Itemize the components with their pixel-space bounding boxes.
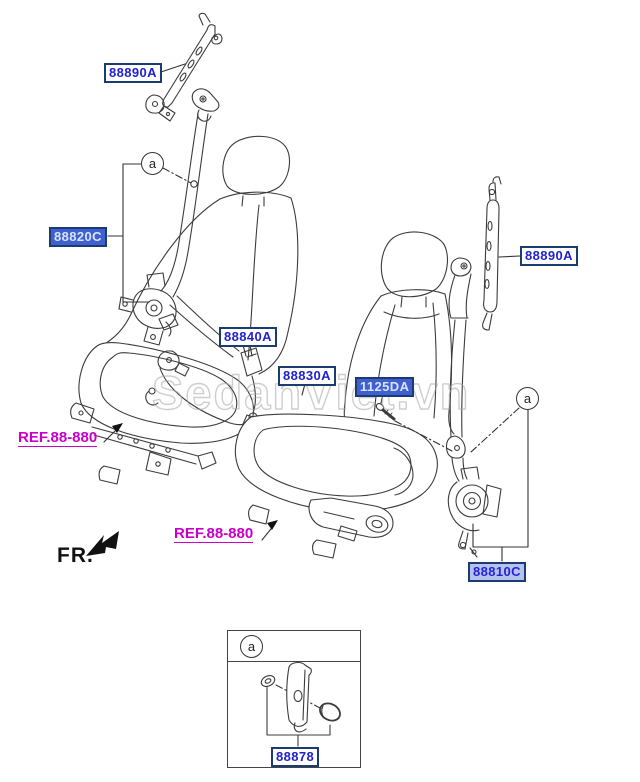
part-label-88830a[interactable]: 88830A [278,366,336,386]
detail-inset-header [228,631,360,662]
right-height-adjuster-art [482,176,502,331]
right-seat-art [234,231,455,559]
part-label-88810c[interactable]: 88810C [468,562,526,582]
callout-a-left: a [141,152,164,175]
left-height-adjuster-art [145,12,223,122]
part-label-88890a-right[interactable]: 88890A [520,246,578,266]
ref-link-left-seat[interactable]: REF.88-880 [18,429,98,447]
part-label-88820c[interactable]: 88820C [49,227,107,247]
inset-detail-art [260,662,341,747]
ref-link-right-seat[interactable]: REF.88-880 [174,525,254,543]
part-label-88840a[interactable]: 88840A [219,327,277,347]
fr-direction-label: FR. [57,544,94,567]
callout-a-inset-text: a [247,639,256,654]
fr-arrow-icon [86,531,119,556]
part-label-88890a-left[interactable]: 88890A [104,63,162,83]
callout-lines [103,63,529,562]
left-seat-art [70,135,299,485]
part-label-1125da[interactable]: 1125DA [355,377,415,397]
right-belt-art [445,257,502,558]
detail-inset-box [227,630,361,768]
callout-a-inset: a [240,635,263,658]
part-label-88878[interactable]: 88878 [271,747,320,767]
callout-a-left-text: a [148,156,157,171]
callout-a-right: a [516,387,539,410]
callout-a-right-text: a [523,391,532,406]
anchor-bolt-art [375,403,396,421]
